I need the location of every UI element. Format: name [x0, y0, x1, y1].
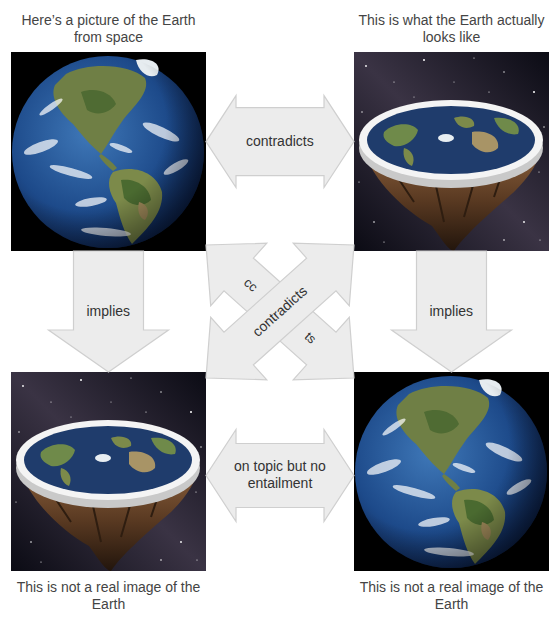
illustration-part [354, 372, 549, 571]
image-panel: This is not a real image of the Earth [11, 372, 206, 613]
illustration-part [11, 52, 206, 251]
edge-label: implies [427, 302, 477, 321]
flat-earth-illustration [354, 52, 549, 251]
round-earth-photo [11, 52, 206, 251]
illustration-part [354, 52, 549, 251]
image-caption: Here’s a picture of the Earth from space [11, 12, 206, 46]
block-arrow [206, 243, 354, 380]
block-arrow [49, 251, 169, 372]
block-arrow [206, 430, 354, 522]
block-arrow [206, 243, 354, 380]
image-caption: This is what the Earth actually looks li… [354, 12, 549, 46]
image-panel: This is what the Earth actually looks li… [354, 12, 549, 251]
block-arrow [392, 251, 512, 372]
edge-label: implies [84, 302, 134, 321]
edge-label: on topic but no entailment [231, 457, 329, 493]
block-arrow [206, 96, 354, 188]
flat-earth-illustration [11, 372, 206, 571]
image-panel: Here’s a picture of the Earth from space [11, 12, 206, 251]
round-earth-photo [354, 372, 549, 571]
image-caption: This is not a real image of the Earth [354, 579, 549, 613]
image-caption: This is not a real image of the Earth [11, 579, 206, 613]
illustration-part [11, 372, 206, 571]
image-panel: This is not a real image of the Earth [354, 372, 549, 613]
edge-label: contradicts [243, 132, 317, 151]
